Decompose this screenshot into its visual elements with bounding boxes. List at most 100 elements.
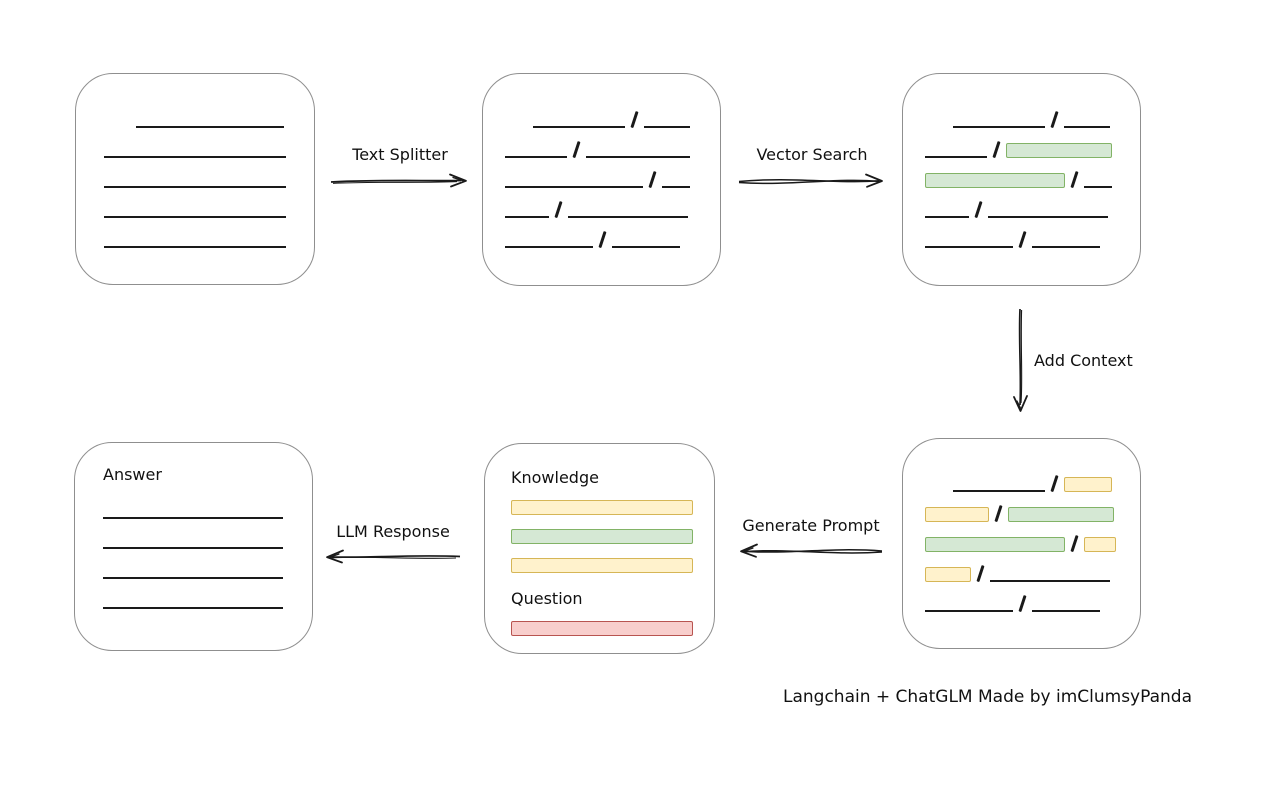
text-fragment-row <box>925 505 1118 522</box>
text-fragment-row <box>925 535 1118 552</box>
right-arrow-icon <box>738 173 883 188</box>
answer-lines <box>103 502 284 609</box>
context-chunks-lines <box>903 439 1140 648</box>
slash-separator <box>1070 171 1079 188</box>
text-fragment-row <box>925 111 1118 128</box>
llm-response-arrow: LLM Response <box>322 523 464 567</box>
add-context-label: Add Context <box>1034 351 1133 370</box>
slash-separator <box>630 111 639 128</box>
text-line <box>505 216 549 218</box>
text-line <box>136 125 284 128</box>
document-lines <box>76 74 314 284</box>
text-line <box>953 126 1045 128</box>
green-highlight-chunk <box>511 529 693 544</box>
green-highlight-chunk <box>1005 143 1112 158</box>
slash-separator <box>974 201 983 218</box>
text-line <box>611 246 680 248</box>
text-fragment-row <box>925 475 1118 492</box>
slash-separator <box>994 505 1003 522</box>
text-fragment-row <box>511 557 693 573</box>
text-fragment-row <box>925 231 1118 248</box>
vector-search-arrow: Vector Search <box>737 146 887 191</box>
retrieved-chunks-box <box>902 73 1141 286</box>
text-line <box>1083 186 1112 188</box>
slash-separator <box>1050 111 1059 128</box>
question-label: Question <box>511 589 583 608</box>
text-fragment-row <box>104 171 286 188</box>
text-line <box>104 215 286 218</box>
text-line <box>567 216 688 218</box>
text-fragment-row <box>511 528 693 544</box>
text-line <box>505 186 643 188</box>
indent-gap <box>925 127 953 128</box>
text-fragment-row <box>511 620 693 636</box>
text-line <box>989 580 1110 582</box>
text-fragment-row <box>925 141 1118 158</box>
down-arrow-icon <box>1013 308 1028 412</box>
slash-separator <box>976 565 985 582</box>
answer-box: Answer <box>74 442 313 651</box>
yellow-highlight-chunk <box>511 500 693 515</box>
slash-separator <box>1050 475 1059 492</box>
text-line <box>661 186 690 188</box>
text-line <box>987 216 1108 218</box>
retrieved-chunks-lines <box>903 74 1140 285</box>
yellow-highlight-chunk <box>925 567 971 582</box>
text-fragment-row <box>104 201 286 218</box>
yellow-highlight-chunk <box>1063 477 1112 492</box>
text-line <box>585 156 690 158</box>
yellow-highlight-chunk <box>511 558 693 573</box>
text-line <box>104 155 286 158</box>
text-fragment-row <box>505 111 698 128</box>
text-line <box>104 245 286 248</box>
vector-search-label: Vector Search <box>756 145 868 164</box>
text-line <box>505 246 593 248</box>
text-line <box>103 517 283 519</box>
left-arrow-icon <box>326 549 461 564</box>
text-line <box>1031 246 1100 248</box>
slash-separator <box>1018 231 1027 248</box>
text-line <box>505 156 567 158</box>
text-line <box>925 246 1013 248</box>
prompt-box: Knowledge Question <box>484 443 715 654</box>
knowledge-label: Knowledge <box>511 468 599 487</box>
text-fragment-row <box>925 595 1118 612</box>
text-fragment-row <box>103 532 284 549</box>
text-line <box>1063 126 1110 128</box>
knowledge-bars <box>511 499 693 573</box>
text-line <box>103 607 283 609</box>
text-splitter-arrow: Text Splitter <box>329 146 471 191</box>
green-highlight-chunk <box>925 173 1065 188</box>
green-highlight-chunk <box>1007 507 1114 522</box>
document-box <box>75 73 315 285</box>
split-chunks-box <box>482 73 721 286</box>
generate-prompt-arrow: Generate Prompt <box>736 517 886 561</box>
text-fragment-row <box>925 171 1118 188</box>
text-fragment-row <box>925 565 1118 582</box>
text-fragment-row <box>505 231 698 248</box>
slash-separator <box>572 141 581 158</box>
llm-response-label: LLM Response <box>336 522 450 541</box>
text-line <box>1031 610 1100 612</box>
text-line <box>643 126 690 128</box>
yellow-highlight-chunk <box>1083 537 1116 552</box>
slash-separator <box>1070 535 1079 552</box>
slash-separator <box>554 201 563 218</box>
red-highlight-chunk <box>511 621 693 636</box>
slash-separator <box>648 171 657 188</box>
text-line <box>953 490 1045 492</box>
slash-separator <box>598 231 607 248</box>
indent-gap <box>505 127 533 128</box>
right-arrow-icon <box>330 173 467 188</box>
text-fragment-row <box>505 171 698 188</box>
generate-prompt-label: Generate Prompt <box>742 516 880 535</box>
text-line <box>104 185 286 188</box>
text-line <box>103 577 283 579</box>
left-arrow-icon <box>740 543 883 558</box>
question-bars <box>511 620 693 636</box>
text-line <box>925 610 1013 612</box>
indent-gap <box>925 491 953 492</box>
text-fragment-row <box>505 141 698 158</box>
indent-gap <box>104 127 136 128</box>
slash-separator <box>992 141 1001 158</box>
